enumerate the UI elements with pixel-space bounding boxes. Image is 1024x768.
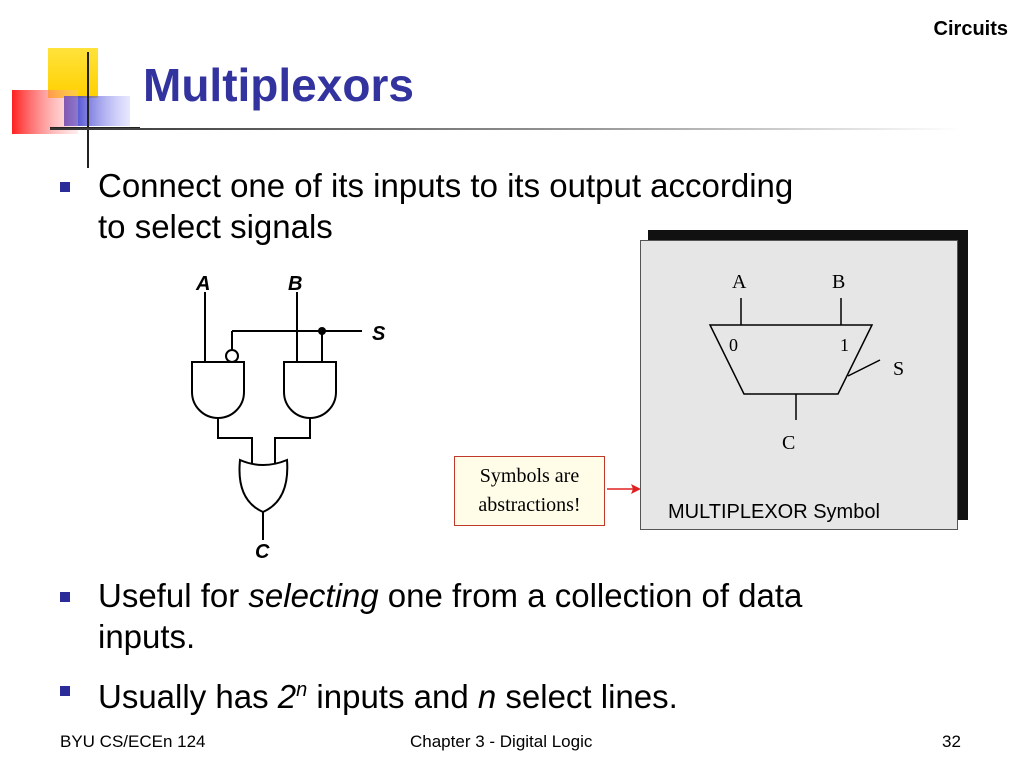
bullet-2-text-b: one from a collection of data (378, 577, 803, 614)
bullet-3-text-b: inputs and (307, 678, 478, 715)
gate-circuit-diagram: A B S C (191, 273, 386, 563)
bullet-marker (60, 592, 70, 602)
callout-line-1: Symbols are (479, 465, 580, 487)
footer-course: BYU CS/ECEn 124 (60, 732, 206, 751)
callout-box: Symbols are abstractions! (454, 456, 605, 526)
bullet-3-text-a: Usually has (98, 678, 278, 715)
bullet-3-exponent: n (296, 679, 308, 701)
bullet-2-emphasis: selecting (248, 577, 379, 614)
junction-dot (318, 327, 326, 335)
callout-arrow (607, 484, 641, 494)
bullet-marker (60, 686, 70, 696)
section-label: Circuits (933, 18, 1008, 40)
mux-select-s: S (893, 358, 904, 380)
slide-title: Multiplexors (143, 59, 414, 111)
bullet-3-emphasis: n (477, 678, 497, 715)
callout-line-2: abstractions! (478, 494, 581, 516)
footer-page-number: 32 (942, 732, 961, 751)
mux-output-c: C (782, 432, 795, 454)
mux-port-1: 1 (840, 335, 849, 355)
mux-port-0: 0 (729, 335, 738, 355)
mux-symbol-diagram: A B 0 1 S C MULTIPLEXOR Symbol (668, 271, 904, 523)
circuit-label-c: C (255, 541, 270, 563)
bullet-2-text-a: Useful for (98, 577, 249, 614)
bullet-3-text-c: select lines. (496, 678, 678, 715)
footer-chapter: Chapter 3 - Digital Logic (410, 732, 593, 751)
mux-input-a: A (732, 271, 747, 293)
title-rule (50, 128, 960, 130)
circuit-label-s: S (372, 323, 386, 345)
mux-caption: MULTIPLEXOR Symbol (668, 501, 880, 523)
bullet-2-line-1: Useful for selecting one from a collecti… (98, 576, 802, 616)
bullet-3-base: 2 (277, 678, 297, 715)
circuit-label-a: A (195, 273, 210, 295)
circuit-label-b: B (288, 273, 302, 295)
bullet-marker (60, 182, 70, 192)
bullet-3-line-1: Usually has 2n inputs and n select lines… (98, 670, 678, 717)
corner-decoration (12, 48, 140, 168)
bullet-2-line-2: inputs. (98, 618, 196, 655)
bullet-1-line-2: to select signals (98, 208, 333, 245)
mux-input-b: B (832, 271, 845, 293)
bullet-1-line-1: Connect one of its inputs to its output … (98, 167, 794, 204)
